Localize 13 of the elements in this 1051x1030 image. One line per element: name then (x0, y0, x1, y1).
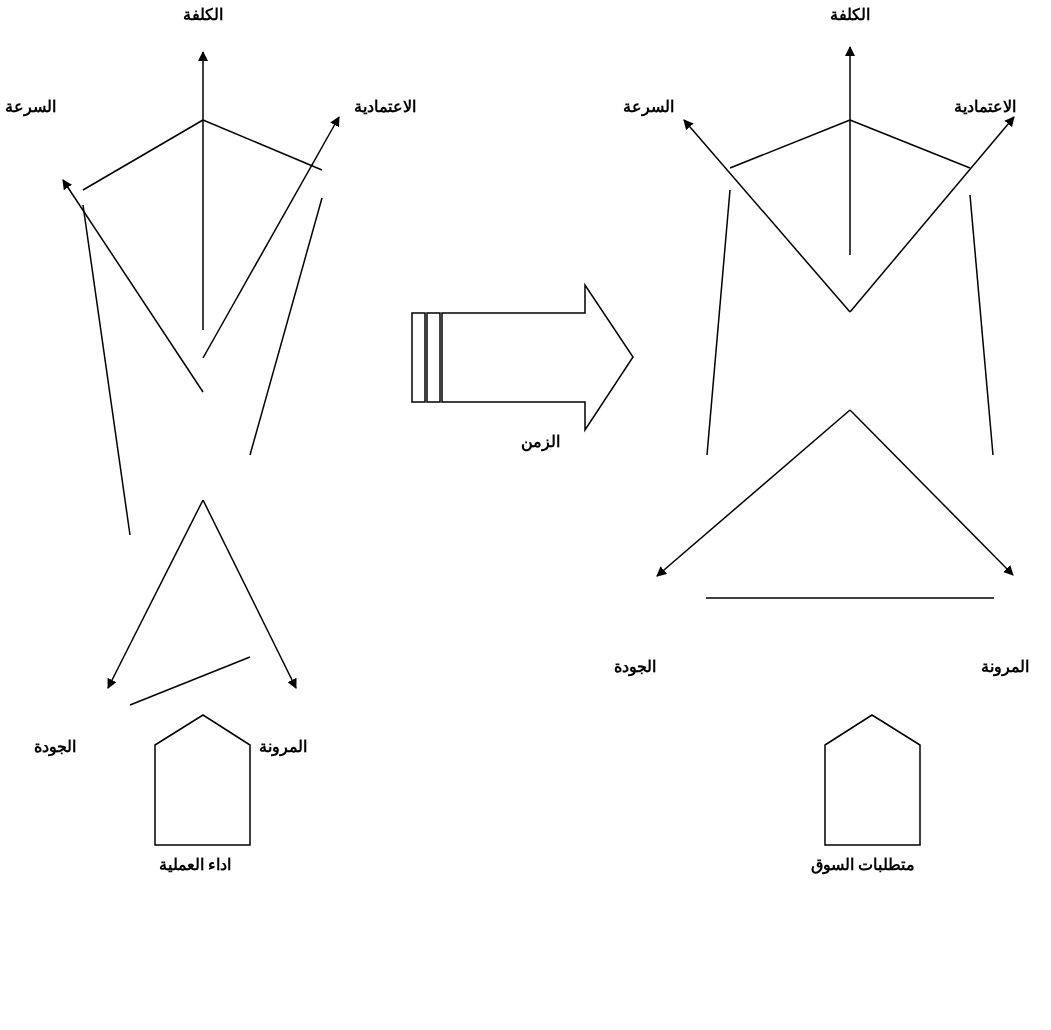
axis-label: الزمن (520, 432, 560, 452)
pentagon-shape (154, 714, 251, 876)
axis-label: الجودة (34, 737, 76, 757)
axis-label: السرعة (4, 97, 56, 117)
axis-label: الجودة (614, 657, 656, 677)
axis-label: الاعتمادية (954, 97, 1016, 117)
axis-label: السرعة (622, 97, 674, 117)
node-label: متطلبات السوق (811, 855, 915, 875)
axis-label: الكلفة (183, 5, 223, 25)
axis-label: الكلفة (830, 5, 870, 25)
node-label: اداء العملية (159, 855, 231, 875)
axis-label: المرونة (981, 657, 1029, 677)
axis-label: الاعتمادية (354, 97, 416, 117)
